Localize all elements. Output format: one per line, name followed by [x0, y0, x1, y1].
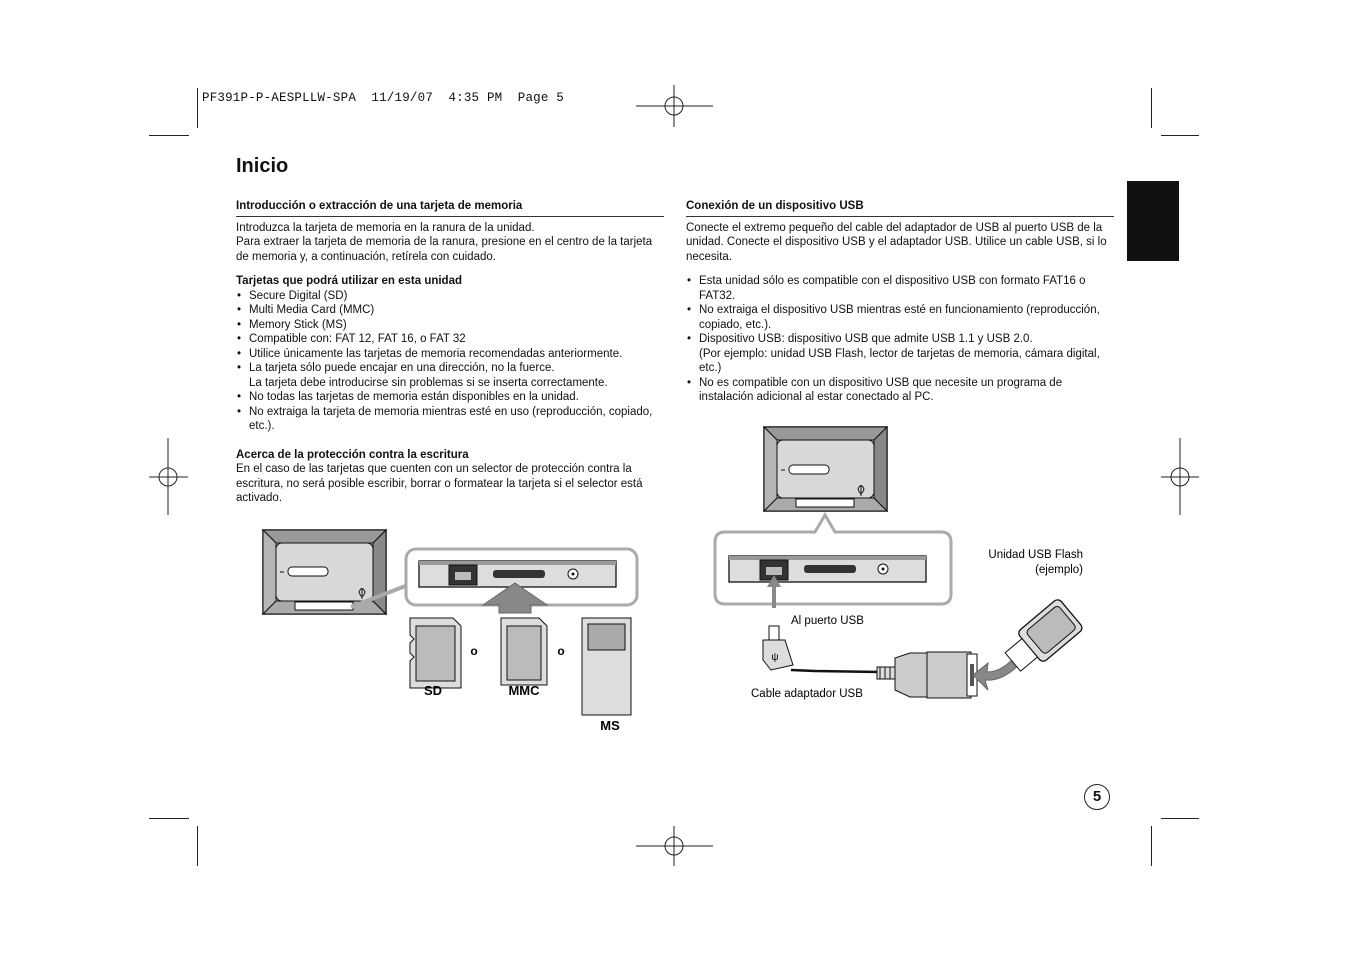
usb-flash-drive [1004, 599, 1083, 672]
crop-mark [149, 818, 189, 819]
print-job-line: PF391P-P-AESPLLW-SPA 11/19/07 4:35 PM Pa… [202, 91, 564, 105]
list-item: Compatible con: FAT 12, FAT 16, o FAT 32 [236, 332, 664, 347]
cards-heading: Tarjetas que podrá utilizar en esta unid… [236, 275, 463, 287]
photo-frame-illustration [762, 425, 889, 513]
flash-label-1: Unidad USB Flash [988, 549, 1083, 561]
list-item: No todas las tarjetas de memoria están d… [236, 390, 664, 405]
protect-text: En el caso de las tarjetas que cuenten c… [236, 463, 643, 504]
intro-insert: Introduzca la tarjeta de memoria en la r… [236, 221, 535, 234]
sd-card [409, 617, 462, 689]
list-item-note: (Por ejemplo: unidad USB Flash, lector d… [699, 347, 1100, 375]
list-item: No extraiga la tarjeta de memoria mientr… [236, 405, 664, 434]
section-tab [1127, 181, 1179, 261]
usb-intro: Conecte el extremo pequeño del cable del… [686, 221, 1107, 263]
crop-mark [1151, 826, 1152, 866]
list-item-note: La tarjeta debe introducirse sin problem… [249, 376, 608, 389]
slot-panel-callout [713, 512, 953, 606]
crop-mark [197, 88, 198, 128]
list-item: Esta unidad sólo es compatible con el di… [686, 274, 1114, 303]
list-item: Secure Digital (SD) [236, 289, 664, 304]
list-item-text: Dispositivo USB: dispositivo USB que adm… [699, 333, 1033, 345]
crop-mark [149, 135, 189, 136]
slot-panel-callout [404, 547, 639, 607]
page-title: Inicio [236, 155, 289, 177]
usb-figure: ψ Unidad USB Flash (ejemplo) Al puerto U… [713, 425, 1083, 700]
photo-frame-illustration [261, 528, 409, 616]
port-arrow [767, 575, 781, 608]
label-sd: SD [424, 683, 442, 698]
usb-heading: Conexión de un dispositivo USB [686, 199, 1114, 217]
crop-mark [1161, 818, 1199, 819]
memory-card-heading: Introducción o extracción de una tarjeta… [236, 199, 664, 217]
usb-section: Conexión de un dispositivo USB Conecte e… [686, 199, 1114, 405]
port-label: Al puerto USB [791, 615, 864, 627]
intro-remove: Para extraer la tarjeta de memoria de la… [236, 236, 653, 263]
memory-card-section: Introducción o extracción de una tarjeta… [236, 199, 664, 506]
crop-mark [197, 826, 198, 866]
usb-micro-connector: ψ [762, 625, 794, 671]
list-item: No extraiga el dispositivo USB mientras … [686, 303, 1114, 332]
mmc-card [500, 617, 548, 686]
usb-cable [790, 668, 881, 674]
label-ms: MS [600, 718, 620, 733]
usb-list: Esta unidad sólo es compatible con el di… [686, 274, 1114, 405]
list-item: La tarjeta sólo puede encajar en una dir… [236, 361, 664, 390]
list-item: No es compatible con un dispositivo USB … [686, 376, 1114, 405]
cable-label: Cable adaptador USB [751, 688, 863, 700]
or-label-2: o [557, 644, 564, 658]
memory-card-figure: o o SD MMC MS [261, 528, 639, 733]
ms-card [581, 617, 632, 716]
usb-symbol-icon: ψ [771, 652, 778, 663]
list-item: Utilice únicamente las tarjetas de memor… [236, 347, 664, 362]
list-item: Dispositivo USB: dispositivo USB que adm… [686, 332, 1114, 376]
label-mmc: MMC [508, 683, 540, 698]
connect-arrow [972, 652, 1026, 691]
crop-mark [1161, 135, 1199, 136]
list-item-text: La tarjeta sólo puede encajar en una dir… [249, 362, 555, 374]
list-item: Multi Media Card (MMC) [236, 303, 664, 318]
list-item: Memory Stick (MS) [236, 318, 664, 333]
usb-adapter [876, 651, 978, 699]
insert-arrow [481, 582, 549, 614]
flash-label-2: (ejemplo) [1035, 564, 1083, 576]
cards-list: Secure Digital (SD) Multi Media Card (MM… [236, 289, 664, 434]
or-label-1: o [470, 644, 477, 658]
crop-mark [1151, 88, 1152, 128]
page-number: 5 [1084, 784, 1110, 810]
protect-heading: Acerca de la protección contra la escrit… [236, 448, 469, 461]
